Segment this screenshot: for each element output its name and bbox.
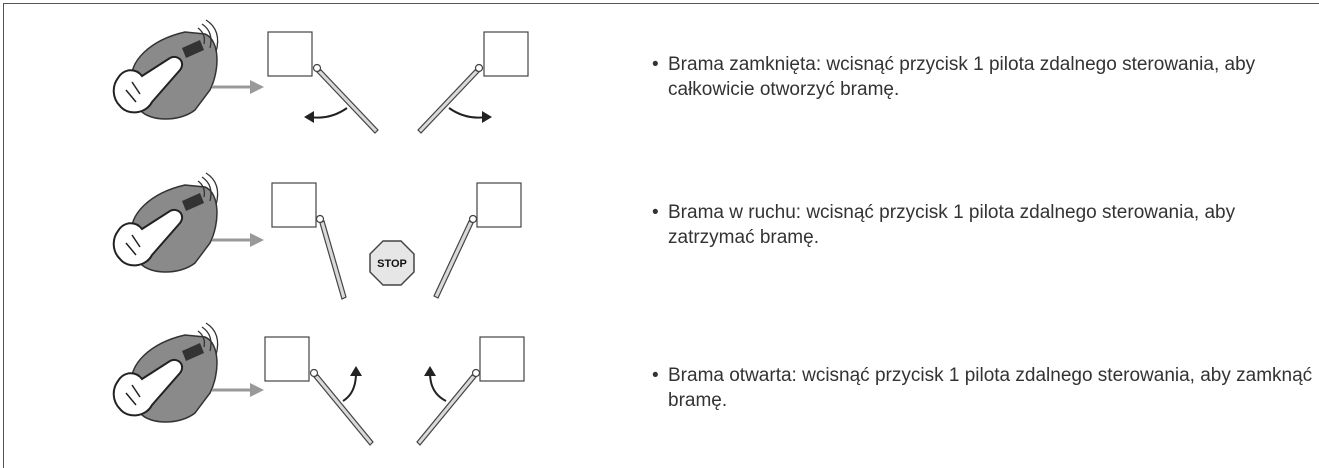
frame-border-left <box>3 3 4 468</box>
instruction-item: • Brama zamknięta: wcisnąć przycisk 1 pi… <box>652 52 1319 102</box>
bullet: • <box>652 365 659 386</box>
stop-sign-icon: STOP <box>369 240 415 286</box>
instruction-row-open: • Brama zamknięta: wcisnąć przycisk 1 pi… <box>0 10 1319 160</box>
instruction-text: Brama w ruchu: wcisnąć przycisk 1 pilota… <box>668 202 1236 248</box>
instruction-item: • Brama w ruchu: wcisnąć przycisk 1 pilo… <box>652 200 1319 250</box>
signal-arrow-icon <box>212 80 264 94</box>
frame-border-top <box>3 3 1319 4</box>
gate-leaf-icon <box>313 374 374 446</box>
gate-leaf-icon <box>316 69 379 134</box>
signal-arrow-icon <box>212 233 264 247</box>
gate-close-illustration <box>112 322 525 446</box>
signal-waves-icon <box>197 172 219 206</box>
signal-waves-icon <box>197 322 219 356</box>
instruction-text: Brama zamknięta: wcisnąć przycisk 1 pilo… <box>668 54 1256 100</box>
motion-arrow-icon <box>429 372 447 402</box>
signal-arrow-icon <box>212 383 264 397</box>
gate-leaf-icon <box>433 220 474 299</box>
gate-pillar-icon <box>267 31 313 77</box>
gate-leaf-icon <box>417 69 480 134</box>
stop-label: STOP <box>377 258 407 270</box>
motion-arrow-icon <box>448 107 487 119</box>
hand-remote-icon <box>112 334 218 423</box>
motion-arrow-icon <box>309 107 348 119</box>
gate-leaf-icon <box>416 374 477 446</box>
instruction-row-close: • Brama otwarta: wcisnąć przycisk 1 pilo… <box>0 313 1319 463</box>
instruction-item: • Brama otwarta: wcisnąć przycisk 1 pilo… <box>652 363 1319 413</box>
gate-pillar-icon <box>476 182 522 228</box>
gate-pillar-icon <box>264 336 310 382</box>
gate-pillar-icon <box>271 182 317 228</box>
gate-leaf-icon <box>319 220 347 300</box>
instruction-text: Brama otwarta: wcisnąć przycisk 1 pilota… <box>668 365 1313 411</box>
hand-remote-icon <box>112 184 218 273</box>
bullet: • <box>652 54 659 75</box>
gate-pillar-icon <box>483 31 529 77</box>
hand-remote-icon <box>112 31 218 120</box>
gate-stop-illustration: STOP <box>112 172 522 300</box>
gate-open-illustration <box>112 19 529 134</box>
signal-waves-icon <box>197 19 219 53</box>
instruction-row-stop: STOP • Brama w ruchu: wcisnąć przycisk 1… <box>0 163 1319 313</box>
gate-pillar-icon <box>479 336 525 382</box>
motion-arrow-icon <box>342 372 357 402</box>
bullet: • <box>652 202 659 223</box>
